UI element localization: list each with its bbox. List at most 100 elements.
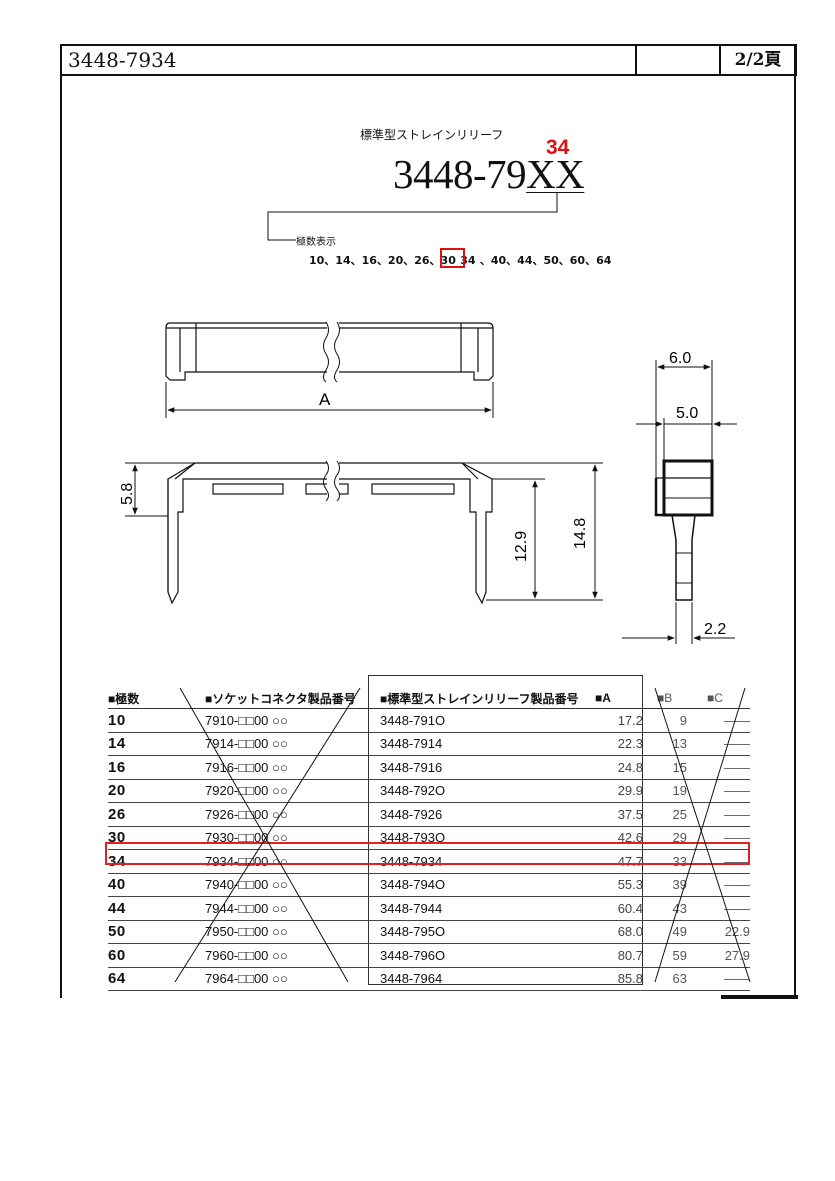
cell-socket: 7916-□□00 ○○	[205, 755, 380, 780]
poles-list-before: 10、14、16、20、26、30	[309, 254, 456, 267]
cell-a: 68.0	[595, 920, 657, 944]
cell-b: 15	[657, 755, 707, 780]
cell-poles: 50	[108, 920, 205, 944]
cell-b: 39	[657, 873, 707, 897]
poles-highlight-box	[440, 248, 465, 268]
cell-relief: 3448-795O	[380, 920, 595, 944]
cell-a: 47.7	[595, 849, 657, 874]
pole-table: ■極数 ■ソケットコネクタ製品番号 ■標準型ストレインリリーフ製品番号 ■A ■…	[108, 688, 750, 991]
cell-relief: 3448-794O	[380, 873, 595, 897]
cell-poles: 16	[108, 755, 205, 780]
title-block-blank	[637, 46, 721, 74]
cell-poles: 14	[108, 732, 205, 756]
cell-b: 9	[657, 708, 707, 733]
cell-relief: 3448-7914	[380, 732, 595, 756]
poles-label: 極数表示	[296, 237, 336, 248]
selected-row-highlight	[105, 842, 750, 865]
cell-b: 43	[657, 896, 707, 921]
front-break-lines	[323, 460, 340, 502]
cell-poles: 44	[108, 896, 205, 921]
cell-relief: 3448-7916	[380, 755, 595, 780]
header-socket: ■ソケットコネクタ製品番号	[205, 688, 380, 709]
part-number-prefix: 3448-79	[393, 151, 527, 197]
cell-poles: 60	[108, 943, 205, 968]
cell-a: 22.3	[595, 732, 657, 756]
header-poles: ■極数	[108, 688, 205, 709]
cell-socket: 7950-□□00 ○○	[205, 920, 380, 944]
cell-socket: 7920-□□00 ○○	[205, 779, 380, 803]
cell-socket: 7960-□□00 ○○	[205, 943, 380, 968]
cell-c: 27.9	[707, 943, 750, 968]
top-break-mask	[327, 318, 339, 386]
cell-relief: 3448-796O	[380, 943, 595, 968]
dim-a-label: A	[319, 390, 331, 409]
cell-socket: 7910-□□00 ○○	[205, 708, 380, 733]
header-relief: ■標準型ストレインリリーフ製品番号	[380, 688, 595, 709]
document-frame	[60, 44, 796, 998]
cell-socket: 7926-□□00 ○○	[205, 802, 380, 827]
cell-b: 25	[657, 802, 707, 827]
cell-c: ——	[707, 708, 750, 733]
top-break-lines	[323, 321, 340, 383]
cell-a: 37.5	[595, 802, 657, 827]
header-a: ■A	[595, 688, 657, 709]
cell-c: ——	[707, 755, 750, 780]
cell-relief: 3448-791O	[380, 708, 595, 733]
cell-c: ——	[707, 802, 750, 827]
cell-a: 85.8	[595, 967, 657, 991]
table-header-row: ■極数 ■ソケットコネクタ製品番号 ■標準型ストレインリリーフ製品番号 ■A ■…	[108, 688, 750, 709]
dim-12-9-label: 12.9	[513, 531, 530, 562]
part-number: 3448-79XX	[393, 150, 585, 198]
header-b: ■B	[657, 688, 707, 709]
cell-socket: 7914-□□00 ○○	[205, 732, 380, 756]
cell-a: 60.4	[595, 896, 657, 921]
cell-relief: 3448-7926	[380, 802, 595, 827]
cell-c: 22.9	[707, 920, 750, 944]
frame-bottom-mark	[721, 995, 798, 999]
product-title: 標準型ストレインリリーフ	[360, 128, 504, 142]
cell-socket: 7964-□□00 ○○	[205, 967, 380, 991]
dim-14-8-label: 14.8	[572, 518, 589, 549]
cell-socket: 7944-□□00 ○○	[205, 896, 380, 921]
dim-6-0-label: 6.0	[669, 350, 691, 367]
cell-relief: 3448-7944	[380, 896, 595, 921]
selected-poles-annotation: 34	[546, 136, 570, 159]
cell-c: ——	[707, 967, 750, 991]
cell-b: 59	[657, 943, 707, 968]
cell-a: 55.3	[595, 873, 657, 897]
cell-b: 19	[657, 779, 707, 803]
cell-poles: 26	[108, 802, 205, 827]
cell-a: 29.9	[595, 779, 657, 803]
poles-list-after: 、40、44、50、60、64	[479, 254, 612, 267]
cell-poles: 10	[108, 708, 205, 733]
callout-leader	[267, 193, 558, 241]
cell-poles: 20	[108, 779, 205, 803]
cell-poles: 64	[108, 967, 205, 991]
cell-c: ——	[707, 896, 750, 921]
header-c: ■C	[707, 688, 750, 709]
cell-relief: 3448-792O	[380, 779, 595, 803]
cell-a: 24.8	[595, 755, 657, 780]
document-code: 3448-7934	[62, 46, 637, 74]
front-dims	[125, 462, 603, 601]
cell-c: ——	[707, 732, 750, 756]
dim-5-0-label: 5.0	[676, 405, 698, 422]
cell-a: 17.2	[595, 708, 657, 733]
cell-a: 80.7	[595, 943, 657, 968]
side-dims	[622, 360, 737, 644]
dim-2-2-label: 2.2	[704, 621, 726, 638]
side-view	[654, 459, 714, 601]
cell-relief: 3448-7964	[380, 967, 595, 991]
dim-a	[165, 382, 494, 418]
title-block: 3448-7934 2/2頁	[60, 44, 797, 76]
